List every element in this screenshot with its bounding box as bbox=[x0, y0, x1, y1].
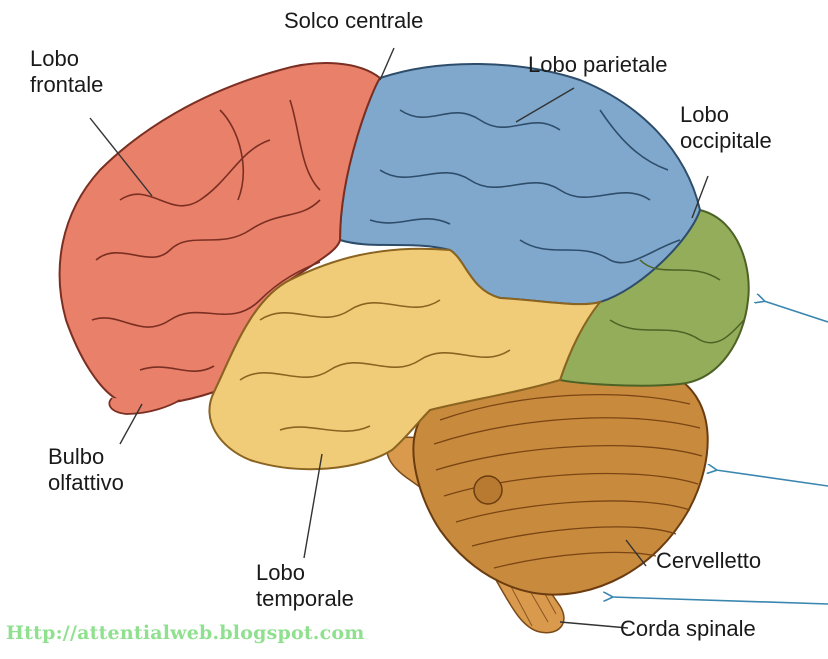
label-frontal-lobe-line2: frontale bbox=[30, 72, 103, 98]
label-spinal-cord: Corda spinale bbox=[620, 616, 756, 642]
label-temporal-lobe-line1: Lobo bbox=[256, 560, 354, 586]
label-parietal-lobe: Lobo parietale bbox=[528, 52, 667, 78]
label-parietal-lobe-line1: Lobo parietale bbox=[528, 52, 667, 78]
pointer-arrow-spinal-cord bbox=[612, 597, 828, 604]
watermark-url: Http://attentialweb.blogspot.com bbox=[6, 622, 365, 644]
label-temporal-lobe-line2: temporale bbox=[256, 586, 354, 612]
label-olfactory-bulb-line2: olfattivo bbox=[48, 470, 124, 496]
label-occipital-lobe-line1: Lobo bbox=[680, 102, 772, 128]
label-olfactory-bulb-line1: Bulbo bbox=[48, 444, 124, 470]
pointer-arrow-occipital bbox=[764, 301, 828, 322]
label-spinal-cord-line1: Corda spinale bbox=[620, 616, 756, 642]
label-cerebellum-line1: Cervelletto bbox=[656, 548, 761, 574]
label-olfactory-bulb: Bulbo olfattivo bbox=[48, 444, 124, 496]
olfactory-bulb-shape bbox=[109, 398, 180, 414]
label-occipital-lobe-line2: occipitale bbox=[680, 128, 772, 154]
label-frontal-lobe: Lobo frontale bbox=[30, 46, 103, 98]
label-central-sulcus: Solco centrale bbox=[284, 8, 423, 34]
pointer-arrow-cerebellum bbox=[716, 470, 828, 486]
label-central-sulcus-line1: Solco centrale bbox=[284, 8, 423, 34]
pons-shape bbox=[474, 476, 502, 504]
label-occipital-lobe: Lobo occipitale bbox=[680, 102, 772, 154]
label-cerebellum: Cervelletto bbox=[656, 548, 761, 574]
label-frontal-lobe-line1: Lobo bbox=[30, 46, 103, 72]
label-temporal-lobe: Lobo temporale bbox=[256, 560, 354, 612]
